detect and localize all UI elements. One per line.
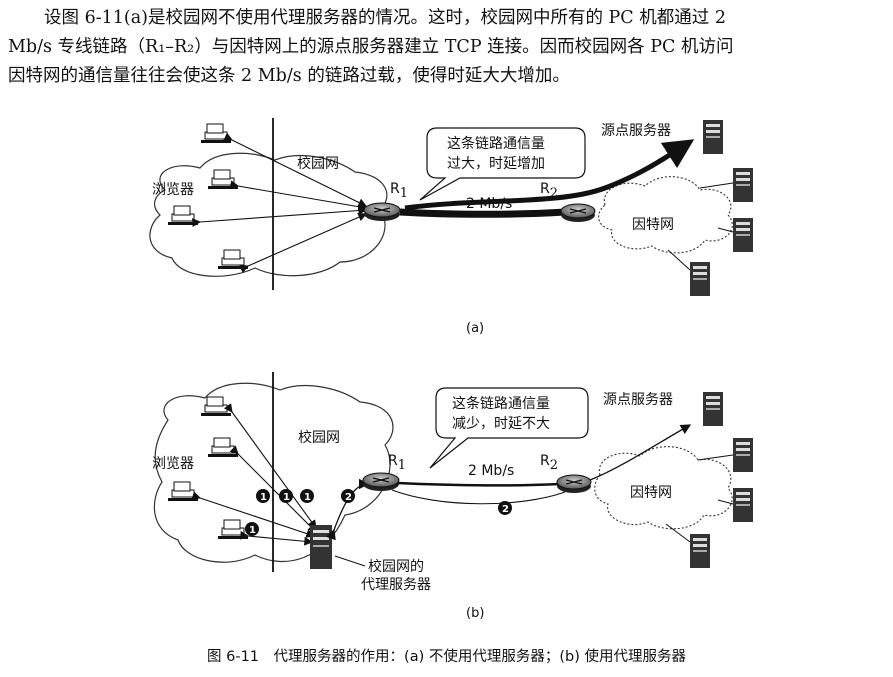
callout-line-2: 减少，时延不大 [452,416,550,432]
browser-label: 浏览器 [152,182,194,198]
svg-text:2: 2 [345,492,352,503]
traffic-arrow [404,139,695,211]
router1-label: R1 [388,453,406,473]
server-icon [733,168,753,202]
svg-text:1: 1 [283,492,290,503]
diagram-b: 浏览器 校园网 校园网的 代理服务器 1 1 1 1 2 2 R1 2 Mb/s [152,372,753,621]
figure-caption: 图 6-11 代理服务器的作用：(a) 不使用代理服务器；(b) 使用代理服务器 [207,649,686,665]
callout-bubble: 这条链路通信量 过大，时延增加 [419,127,586,201]
svg-text:1: 1 [249,525,256,536]
callout-line-2: 过大，时延增加 [447,156,545,172]
callout-line-1: 这条链路通信量 [447,135,545,152]
internet-label: 因特网 [632,217,674,233]
paragraph-line-3: 因特网的通信量往往会使这条 2 Mb/s 的链路过载，使得时延大大增加。 [8,66,570,86]
panel-label-b: (b) [466,606,484,621]
paragraph-line-1: 设图 6-11(a)是校园网不使用代理服务器的情况。这时，校园网中所有的 PC … [44,8,726,28]
server-icon [733,488,753,522]
router-icon [363,202,401,221]
panel-label-a: (a) [466,321,484,336]
pc-icon [208,437,238,457]
link-2mbps [399,208,566,218]
pc-icon [218,249,248,269]
svg-text:1: 1 [260,492,267,503]
proxy-server-icon [310,525,332,569]
server-links [667,182,734,271]
router-icon [556,474,592,493]
router2-label: R2 [540,453,558,473]
server-icon [733,438,753,472]
proxy-label-leader [334,555,366,567]
internet-label: 因特网 [630,485,672,501]
link-return-path [391,489,566,505]
server-links [665,454,734,543]
pc-icon [168,481,198,501]
router-icon [362,472,400,491]
server-icon [703,392,723,426]
origin-server-label: 源点服务器 [601,123,671,139]
svg-text:1: 1 [304,492,311,503]
browser-label: 浏览器 [152,456,194,472]
diagram-a: 浏览器 校园网 R1 2 Mb/s R2 因特网 [149,118,753,336]
pc-connections [192,132,368,274]
intro-paragraph: 设图 6-11(a)是校园网不使用代理服务器的情况。这时，校园网中所有的 PC … [8,4,886,91]
proxy-label-line-2: 代理服务器 [361,577,431,593]
pc-proxy-connections [191,403,317,546]
router1-label: R1 [390,181,408,201]
pc-icon [208,169,238,189]
server-icon [690,262,710,296]
origin-server-label: 源点服务器 [603,392,673,408]
campus-label: 校园网 [298,429,340,446]
svg-text:2: 2 [502,504,509,515]
router2-label: R2 [540,181,558,201]
campus-cloud [153,382,394,563]
proxy-label-line-1: 校园网的 [368,558,424,575]
marker-1: 1 [256,489,270,503]
traffic-arrow [589,424,692,481]
link-speed-label: 2 Mb/s [468,463,514,479]
pc-icon [201,123,231,143]
router-icon [560,203,596,222]
marker-1: 1 [279,489,293,503]
pc-icon [201,396,231,416]
marker-2: 2 [341,489,355,503]
marker-1: 1 [245,522,259,536]
link-2mbps [397,481,561,487]
pc-icon [168,205,198,225]
server-icon [703,120,723,154]
paragraph-line-2: Mb/s 专线链路（R₁–R₂）与因特网上的源点服务器建立 TCP 连接。因而校… [8,37,734,57]
internet-cloud [598,176,733,254]
callout-line-1: 这条链路通信量 [452,395,550,412]
internet-cloud [594,446,733,530]
pc-icon [218,519,248,539]
server-icon [733,218,753,252]
marker-1: 1 [300,489,314,503]
marker-2: 2 [498,501,512,515]
campus-label: 校园网 [297,155,339,172]
server-icon [690,534,710,568]
callout-bubble: 这条链路通信量 减少，时延不大 [429,387,589,469]
